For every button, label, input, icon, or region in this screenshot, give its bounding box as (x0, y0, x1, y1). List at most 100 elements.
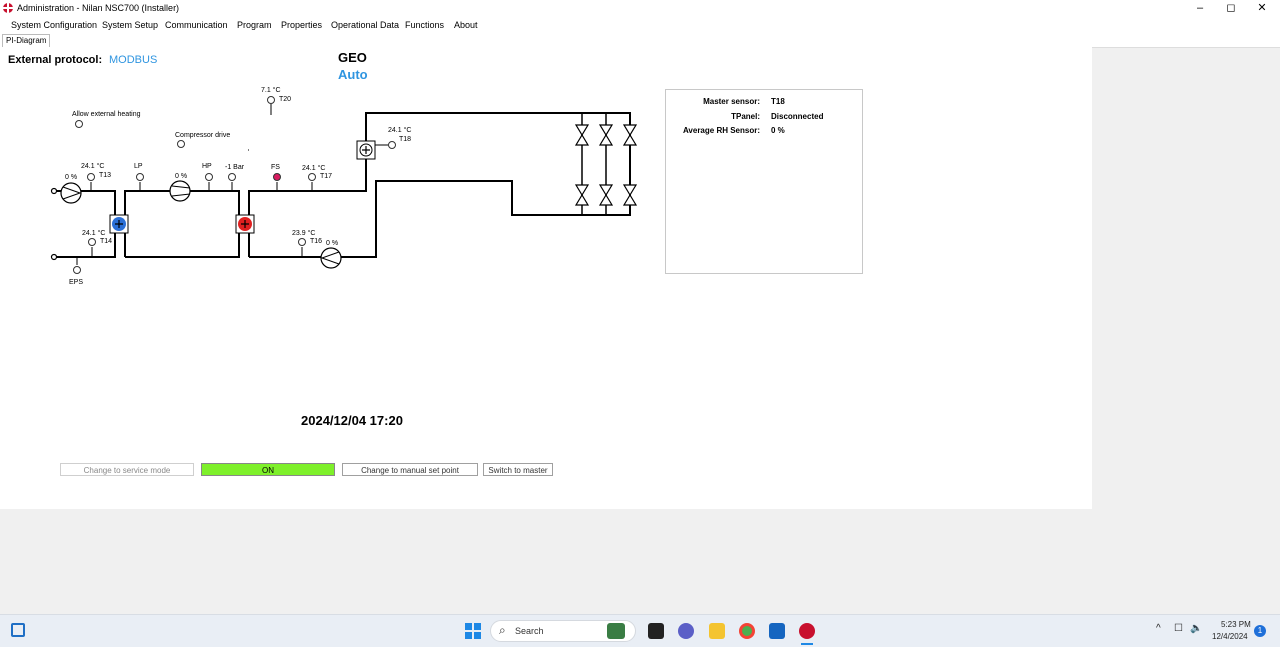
master-sensor-value: T18 (771, 97, 785, 106)
t20-temp: 7.1 °C (261, 87, 281, 94)
pressure-value: -1 Bar (225, 164, 245, 171)
menu-system-configuration[interactable]: System Configuration (11, 20, 98, 30)
right-pump-icon (320, 247, 342, 269)
tpanel-label: TPanel: (731, 112, 760, 121)
t18-temp: 24.1 °C (388, 127, 412, 134)
tray-chevron-icon[interactable]: ^ (1156, 623, 1161, 634)
compressor-loop (124, 190, 240, 258)
rh-sensor-value: 0 % (771, 126, 785, 135)
outlet-node (50, 253, 58, 261)
active-app-indicator (801, 643, 813, 645)
pi-diagram (50, 104, 638, 269)
t20-sensor-icon[interactable] (267, 96, 275, 104)
chat-icon[interactable] (678, 623, 694, 639)
pressure-sensor-icon[interactable] (228, 173, 236, 181)
eps-sensor-icon[interactable] (73, 266, 81, 274)
hot-exchanger-icon (235, 214, 255, 234)
t16-temp: 23.9 °C (292, 230, 316, 237)
lp-sensor-icon[interactable] (136, 173, 144, 181)
t17-name: T17 (320, 173, 333, 180)
start-icon[interactable] (465, 623, 481, 639)
tab-pi-diagram[interactable]: PI-Diagram (2, 34, 51, 47)
maximize-button[interactable]: ◻ (1226, 2, 1236, 14)
menu-system-setup[interactable]: System Setup (102, 20, 159, 30)
menu-communication[interactable]: Communication (165, 20, 228, 30)
t13-temp: 24.1 °C (81, 163, 105, 170)
minimize-button[interactable]: – (1196, 2, 1204, 14)
valve-icons (574, 124, 638, 206)
menu-program[interactable]: Program (237, 20, 272, 30)
left-pump-percent: 0 % (65, 174, 78, 181)
file-explorer-icon[interactable] (709, 623, 725, 639)
hp-label: HP (202, 163, 212, 170)
t17-temp: 24.1 °C (302, 165, 326, 172)
notification-badge[interactable]: 1 (1254, 625, 1266, 637)
menu-about[interactable]: About (454, 20, 478, 30)
t14-name: T14 (100, 238, 113, 245)
volume-icon[interactable]: 🔈 (1190, 623, 1203, 634)
on-toggle-button[interactable]: ON (201, 463, 335, 476)
taskbar-search-box[interactable]: ⌕ Search (490, 620, 636, 642)
t17-sensor-icon[interactable] (308, 173, 316, 181)
search-placeholder: Search (515, 626, 544, 636)
allow-heating-label: Allow external heating (72, 111, 141, 118)
manual-set-point-button[interactable]: Change to manual set point (342, 463, 478, 476)
compressor-icon (169, 180, 191, 202)
t20-name: T20 (279, 96, 292, 103)
nilan-app-icon (3, 3, 13, 13)
sensor-info-panel: Master sensor: T18 TPanel: Disconnected … (665, 89, 863, 274)
left-pump-icon (60, 182, 82, 204)
master-sensor-label: Master sensor: (703, 97, 760, 106)
tab-strip: PI-Diagram (0, 33, 1280, 48)
mode-value: Auto (338, 67, 368, 82)
protocol-label: External protocol: (8, 54, 103, 66)
clock-date[interactable]: 12/4/2024 (1212, 632, 1248, 641)
store-icon[interactable] (769, 623, 785, 639)
t18-sensor-icon[interactable] (388, 141, 396, 149)
allow-heating-indicator-icon[interactable] (75, 120, 83, 128)
search-highlight-icon (607, 623, 625, 639)
widgets-icon[interactable] (11, 623, 25, 637)
menu-operational-data[interactable]: Operational Data (331, 20, 400, 30)
rh-sensor-label: Average RH Sensor: (682, 126, 760, 135)
pi-diagram-panel: External protocol: MODBUS GEO Auto (0, 47, 1092, 509)
t13-name: T13 (99, 172, 112, 179)
fs-sensor-icon[interactable] (273, 173, 281, 181)
compressor-percent: 0 % (175, 173, 188, 180)
right-pump-percent: 0 % (326, 240, 339, 247)
task-view-icon[interactable] (648, 623, 664, 639)
t14-sensor-icon[interactable] (88, 238, 96, 246)
search-icon: ⌕ (499, 623, 506, 637)
clock-time[interactable]: 5:23 PM (1221, 620, 1251, 629)
t18-name: T18 (399, 136, 412, 143)
protocol-value: MODBUS (109, 54, 158, 66)
datetime-display: 2024/12/04 17:20 (301, 413, 403, 428)
chrome-icon[interactable] (739, 623, 755, 639)
t14-temp: 24.1 °C (82, 230, 106, 237)
cold-exchanger-icon (109, 214, 129, 234)
close-button[interactable]: ✕ (1257, 2, 1267, 14)
nilan-taskbar-icon[interactable] (799, 623, 815, 639)
left-pipe-loop (54, 190, 116, 258)
valve-links (581, 147, 631, 177)
heater-element-icon (356, 140, 376, 160)
inlet-node (50, 187, 58, 195)
menu-bar: System Configuration System Setup Commun… (0, 17, 1280, 33)
compressor-drive-label: Compressor drive (175, 132, 231, 139)
menu-functions[interactable]: Functions (405, 20, 445, 30)
taskbar: ⌕ Search ^ ☐ 🔈 5:23 PM 12/4/2024 1 (0, 614, 1280, 647)
compressor-drive-indicator-icon[interactable] (177, 140, 185, 148)
mode-title: GEO (338, 50, 367, 65)
eps-label: EPS (69, 279, 84, 286)
menu-properties[interactable]: Properties (281, 20, 323, 30)
hp-sensor-icon[interactable] (205, 173, 213, 181)
switch-to-master-button[interactable]: Switch to master (483, 463, 553, 476)
t16-sensor-icon[interactable] (298, 238, 306, 246)
lp-label: LP (134, 163, 143, 170)
brine-circuit (248, 112, 631, 258)
service-mode-button[interactable]: Change to service mode (60, 463, 194, 476)
t13-sensor-icon[interactable] (87, 173, 95, 181)
tpanel-value: Disconnected (771, 112, 824, 121)
network-icon[interactable]: ☐ (1174, 623, 1183, 634)
window-title: Administration - Nilan NSC700 (Installer… (17, 3, 180, 13)
